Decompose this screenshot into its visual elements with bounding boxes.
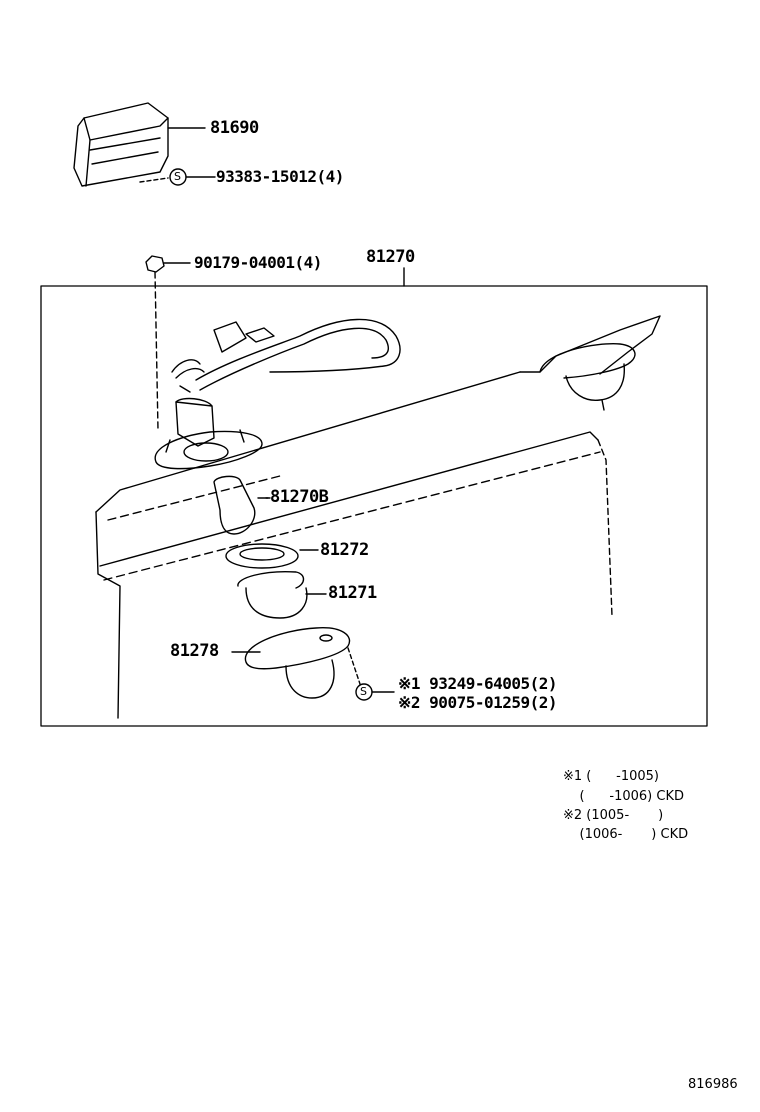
label-81278: 81278 <box>170 641 219 661</box>
assembly-frame <box>40 285 708 727</box>
label-90075-01259: ※2 90075-01259(2) <box>398 693 558 712</box>
label-81270B: 81270B <box>270 487 329 507</box>
figure-code: 816986 <box>688 1077 738 1092</box>
bulb-81270B-drawing <box>213 475 271 535</box>
note-1: ※1 ( -1005) <box>563 769 660 784</box>
lens-cover-81278-drawing <box>231 627 395 701</box>
note-4: (1006- ) CKD <box>563 827 689 842</box>
label-81270: 81270 <box>366 247 415 267</box>
label-90179-04001: 90179-04001(4) <box>194 253 322 272</box>
harness-drawing <box>171 318 401 393</box>
socket-drawing <box>154 397 263 470</box>
label-93249-64005: ※1 93249-64005(2) <box>398 674 558 693</box>
gasket-81272-drawing <box>225 543 319 569</box>
label-93383-15012: 93383-15012(4) <box>216 167 344 186</box>
label-81272: 81272 <box>320 540 369 560</box>
screw-symbol-letter-2: S <box>360 685 367 698</box>
lens-81271-drawing <box>237 570 327 619</box>
label-81271: 81271 <box>328 583 377 603</box>
far-lamp-drawing <box>539 343 636 411</box>
label-81690: 81690 <box>210 118 259 138</box>
note-3: ※2 (1005- ) <box>563 808 664 823</box>
note-2: ( -1006) CKD <box>563 789 684 804</box>
cover-81690-drawing <box>73 102 216 187</box>
screw-symbol-letter-1: S <box>174 170 181 183</box>
nut-90179-drawing <box>145 255 191 431</box>
panel-drawing <box>95 315 661 719</box>
